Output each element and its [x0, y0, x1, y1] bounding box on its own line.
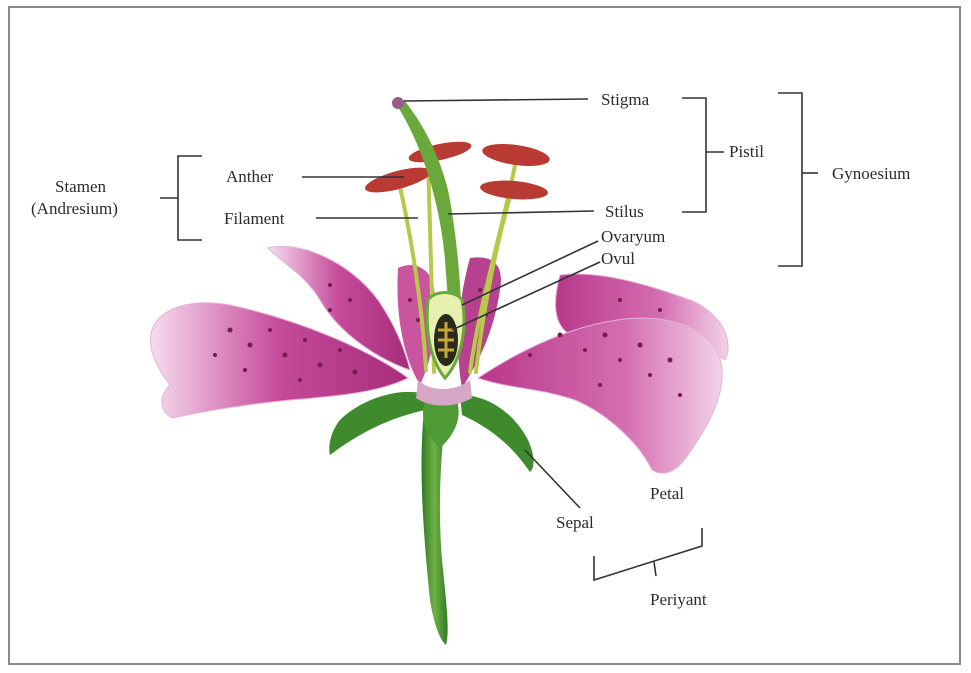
- label-sepal: Sepal: [556, 513, 594, 533]
- stamen-bracket: [178, 156, 202, 240]
- anthers: [363, 138, 551, 202]
- label-stilus: Stilus: [605, 202, 644, 222]
- label-periyant: Periyant: [650, 590, 707, 610]
- stigma-tip: [392, 97, 404, 109]
- label-andresium: (Andresium): [31, 199, 118, 219]
- stilus-line: [448, 211, 594, 214]
- stigma-line: [404, 99, 588, 101]
- label-ovaryum: Ovaryum: [601, 227, 665, 247]
- gynoesium-bracket: [778, 93, 802, 266]
- label-anther: Anther: [226, 167, 273, 187]
- sepal-line: [525, 450, 580, 508]
- sepal-left: [329, 392, 430, 455]
- label-stamen: Stamen: [55, 177, 106, 197]
- label-gynoesium: Gynoesium: [832, 164, 910, 184]
- periyant-bracket: [594, 528, 702, 580]
- label-pistil: Pistil: [729, 142, 764, 162]
- label-stigma: Stigma: [601, 90, 649, 110]
- stem: [422, 410, 448, 645]
- label-petal: Petal: [650, 484, 684, 504]
- label-ovul: Ovul: [601, 249, 635, 269]
- label-filament: Filament: [224, 209, 284, 229]
- sepal-right: [460, 395, 534, 472]
- pistil-bracket: [682, 98, 706, 212]
